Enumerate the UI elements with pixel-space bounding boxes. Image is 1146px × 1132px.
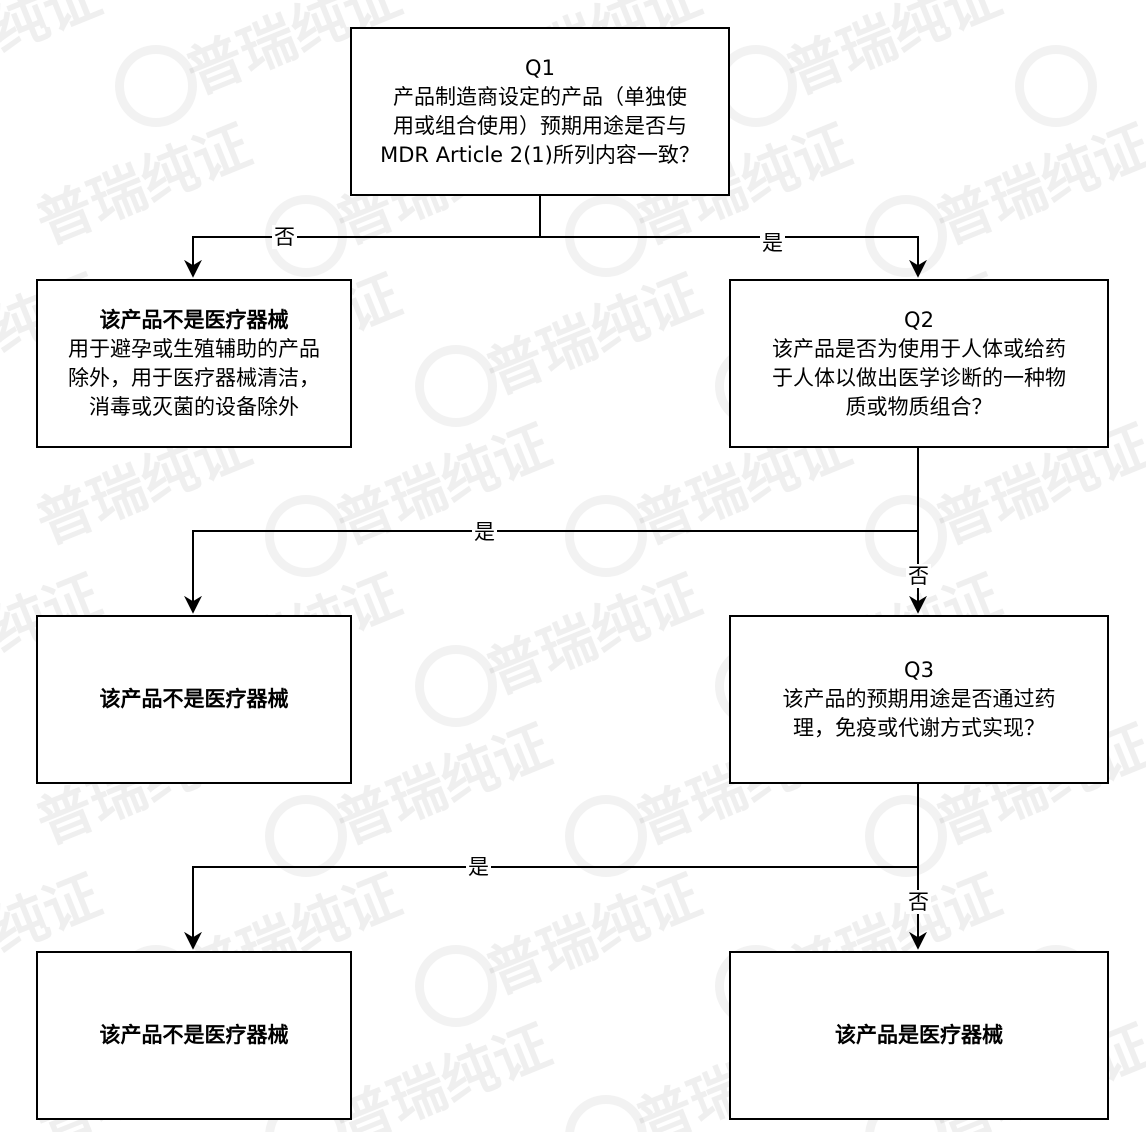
edge-label-q3-yes: 是 — [466, 855, 491, 879]
is-device-title: 该产品是医疗器械 — [835, 1023, 1003, 1047]
q1-box: Q1 产品制造商设定的产品（单独使 用或组合使用）预期用途是否与 MDR Art… — [350, 27, 730, 196]
edge-label-q1-yes: 是 — [760, 231, 785, 255]
edge-q1-no — [184, 195, 541, 278]
edge-q3-yes — [184, 784, 919, 950]
is-device-box: 该产品是医疗器械 — [729, 951, 1109, 1120]
not-device-note-line: 消毒或灭菌的设备除外 — [89, 394, 299, 419]
not-device-note-line: 用于避孕或生殖辅助的产品 — [68, 336, 320, 361]
q2-line: Q2 — [904, 307, 934, 332]
edge-label-q1-no: 否 — [272, 225, 297, 249]
edge-label-q2-no: 否 — [906, 564, 931, 588]
edge-label-q3-no: 否 — [906, 890, 931, 914]
not-device-note-line: 除外，用于医疗器械清洁， — [68, 365, 320, 390]
q3-line: Q3 — [904, 658, 934, 682]
not-device-box-3: 该产品不是医疗器械 — [36, 951, 352, 1120]
q3-box: Q3 该产品的预期用途是否通过药 理，免疫或代谢方式实现？ — [729, 615, 1109, 784]
q1-line: 产品制造商设定的产品（单独使 — [393, 84, 687, 109]
not-device-title: 该产品不是医疗器械 — [99, 1023, 289, 1047]
not-device-title: 该产品不是医疗器械 — [99, 307, 289, 332]
q1-line: 用或组合使用）预期用途是否与 — [393, 113, 687, 138]
q3-line: 该产品的预期用途是否通过药 — [782, 687, 1056, 711]
edge-q1-yes — [540, 236, 927, 278]
edge-q2-yes — [184, 448, 919, 614]
q2-line: 于人体以做出医学诊断的一种物 — [772, 365, 1066, 390]
q2-line: 质或物质组合？ — [845, 394, 993, 419]
edge-label-q2-yes: 是 — [472, 520, 497, 544]
not-device-title: 该产品不是医疗器械 — [99, 687, 289, 711]
not-device-box-1: 该产品不是医疗器械 用于避孕或生殖辅助的产品 除外，用于医疗器械清洁， 消毒或灭… — [36, 279, 352, 448]
not-device-box-2: 该产品不是医疗器械 — [36, 615, 352, 784]
q2-box: Q2 该产品是否为使用于人体或给药 于人体以做出医学诊断的一种物 质或物质组合？ — [729, 279, 1109, 448]
q3-line: 理，免疫或代谢方式实现？ — [793, 716, 1045, 740]
q1-line: MDR Article 2(1)所列内容一致？ — [380, 142, 700, 167]
q1-line: Q1 — [525, 55, 555, 80]
q2-line: 该产品是否为使用于人体或给药 — [772, 336, 1066, 361]
